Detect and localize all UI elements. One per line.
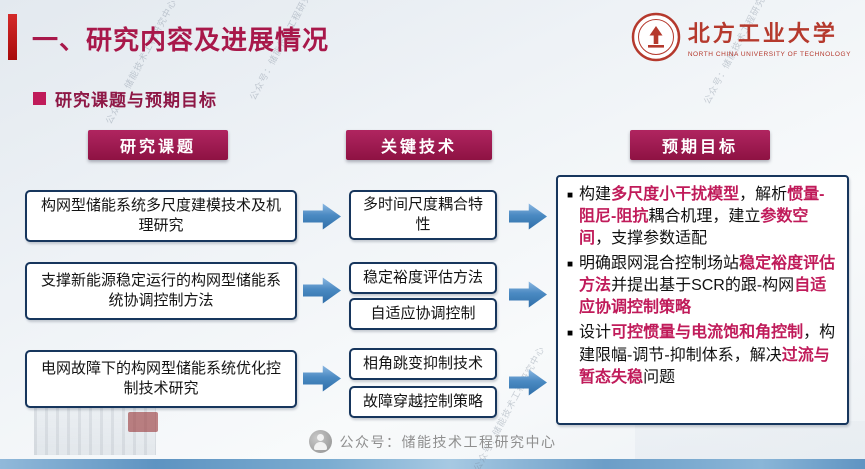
- column-header-topics: 研究课题: [88, 130, 228, 160]
- flow-arrow-icon: [303, 277, 341, 304]
- bullet-square-icon: ■: [567, 259, 574, 271]
- wechat-account-icon: [308, 430, 332, 453]
- university-name-en: NORTH CHINA UNIVERSITY OF TECHNOLOGY: [687, 51, 851, 58]
- goal-item: ■ 明确跟网混合控制场站稳定裕度评估方法并提出基于SCR的跟-构网自适应协调控制策…: [567, 253, 838, 319]
- university-name-cn: 北方工业大学: [687, 21, 838, 47]
- background-fence: [635, 421, 865, 459]
- section-bullet-icon: [33, 92, 46, 105]
- flow-arrow-icon: [509, 203, 547, 230]
- title-accent-bar: [8, 14, 17, 60]
- goal-text: 设计可控惯量与电流饱和角控制，构建限幅-调节-抑制体系，解决过流与暂态失稳问题: [579, 324, 836, 386]
- goal-text: 构建多尺度小干扰模型，解析惯量-阻尼-阻抗耦合机理，建立参数空间，支撑参数适配: [579, 186, 825, 248]
- bullet-square-icon: ■: [567, 328, 574, 340]
- section-heading: 研究课题与预期目标: [33, 86, 217, 111]
- topic-box: 支撑新能源稳定运行的构网型储能系统协调控制方法: [25, 262, 297, 320]
- bullet-square-icon: ■: [567, 190, 574, 201]
- goals-box: ■ 构建多尺度小干扰模型，解析惯量-阻尼-阻抗耦合机理，建立参数空间，支撑参数适配…: [556, 175, 849, 425]
- tech-box: 故障穿越控制策略: [349, 386, 497, 418]
- footer-caption: 公众号：储能技术工程研究中心: [0, 430, 865, 453]
- section-title: 研究课题与预期目标: [55, 91, 217, 110]
- topic-box: 电网故障下的构网型储能系统优化控制技术研究: [25, 350, 297, 408]
- tech-box: 多时间尺度耦合特性: [349, 190, 497, 240]
- flow-arrow-icon: [303, 365, 341, 392]
- column-header-technologies: 关键技术: [346, 130, 492, 160]
- flow-arrow-icon: [509, 281, 547, 308]
- university-name: 北方工业大学 NORTH CHINA UNIVERSITY OF TECHNOL…: [688, 16, 851, 58]
- goal-item: ■ 构建多尺度小干扰模型，解析惯量-阻尼-阻抗耦合机理，建立参数空间，支撑参数适配: [567, 184, 838, 250]
- tech-box: 相角跳变抑制技术: [349, 348, 497, 380]
- goals-list: ■ 构建多尺度小干扰模型，解析惯量-阻尼-阻抗耦合机理，建立参数空间，支撑参数适配…: [567, 184, 838, 389]
- background-red-gate: [128, 412, 158, 432]
- university-logo: 北方工业大学 NORTH CHINA UNIVERSITY OF TECHNOL…: [631, 12, 851, 62]
- tech-box: 稳定裕度评估方法: [349, 262, 497, 294]
- goal-item: ■ 设计可控惯量与电流饱和角控制，构建限幅-调节-抑制体系，解决过流与暂态失稳问题: [567, 322, 838, 388]
- university-emblem-icon: [631, 12, 681, 62]
- bottom-photo-strip: [0, 459, 865, 469]
- topic-box: 构网型储能系统多尺度建模技术及机理研究: [25, 190, 297, 242]
- slide-title: 一、研究内容及进展情况: [32, 25, 330, 55]
- footer-caption-text: 公众号：储能技术工程研究中心: [339, 433, 557, 450]
- flow-arrow-icon: [303, 203, 341, 230]
- tech-box: 自适应协调控制: [349, 298, 497, 330]
- column-header-goals: 预期目标: [630, 130, 770, 160]
- goal-text: 明确跟网混合控制场站稳定裕度评估方法并提出基于SCR的跟-构网自适应协调控制策略: [579, 255, 836, 317]
